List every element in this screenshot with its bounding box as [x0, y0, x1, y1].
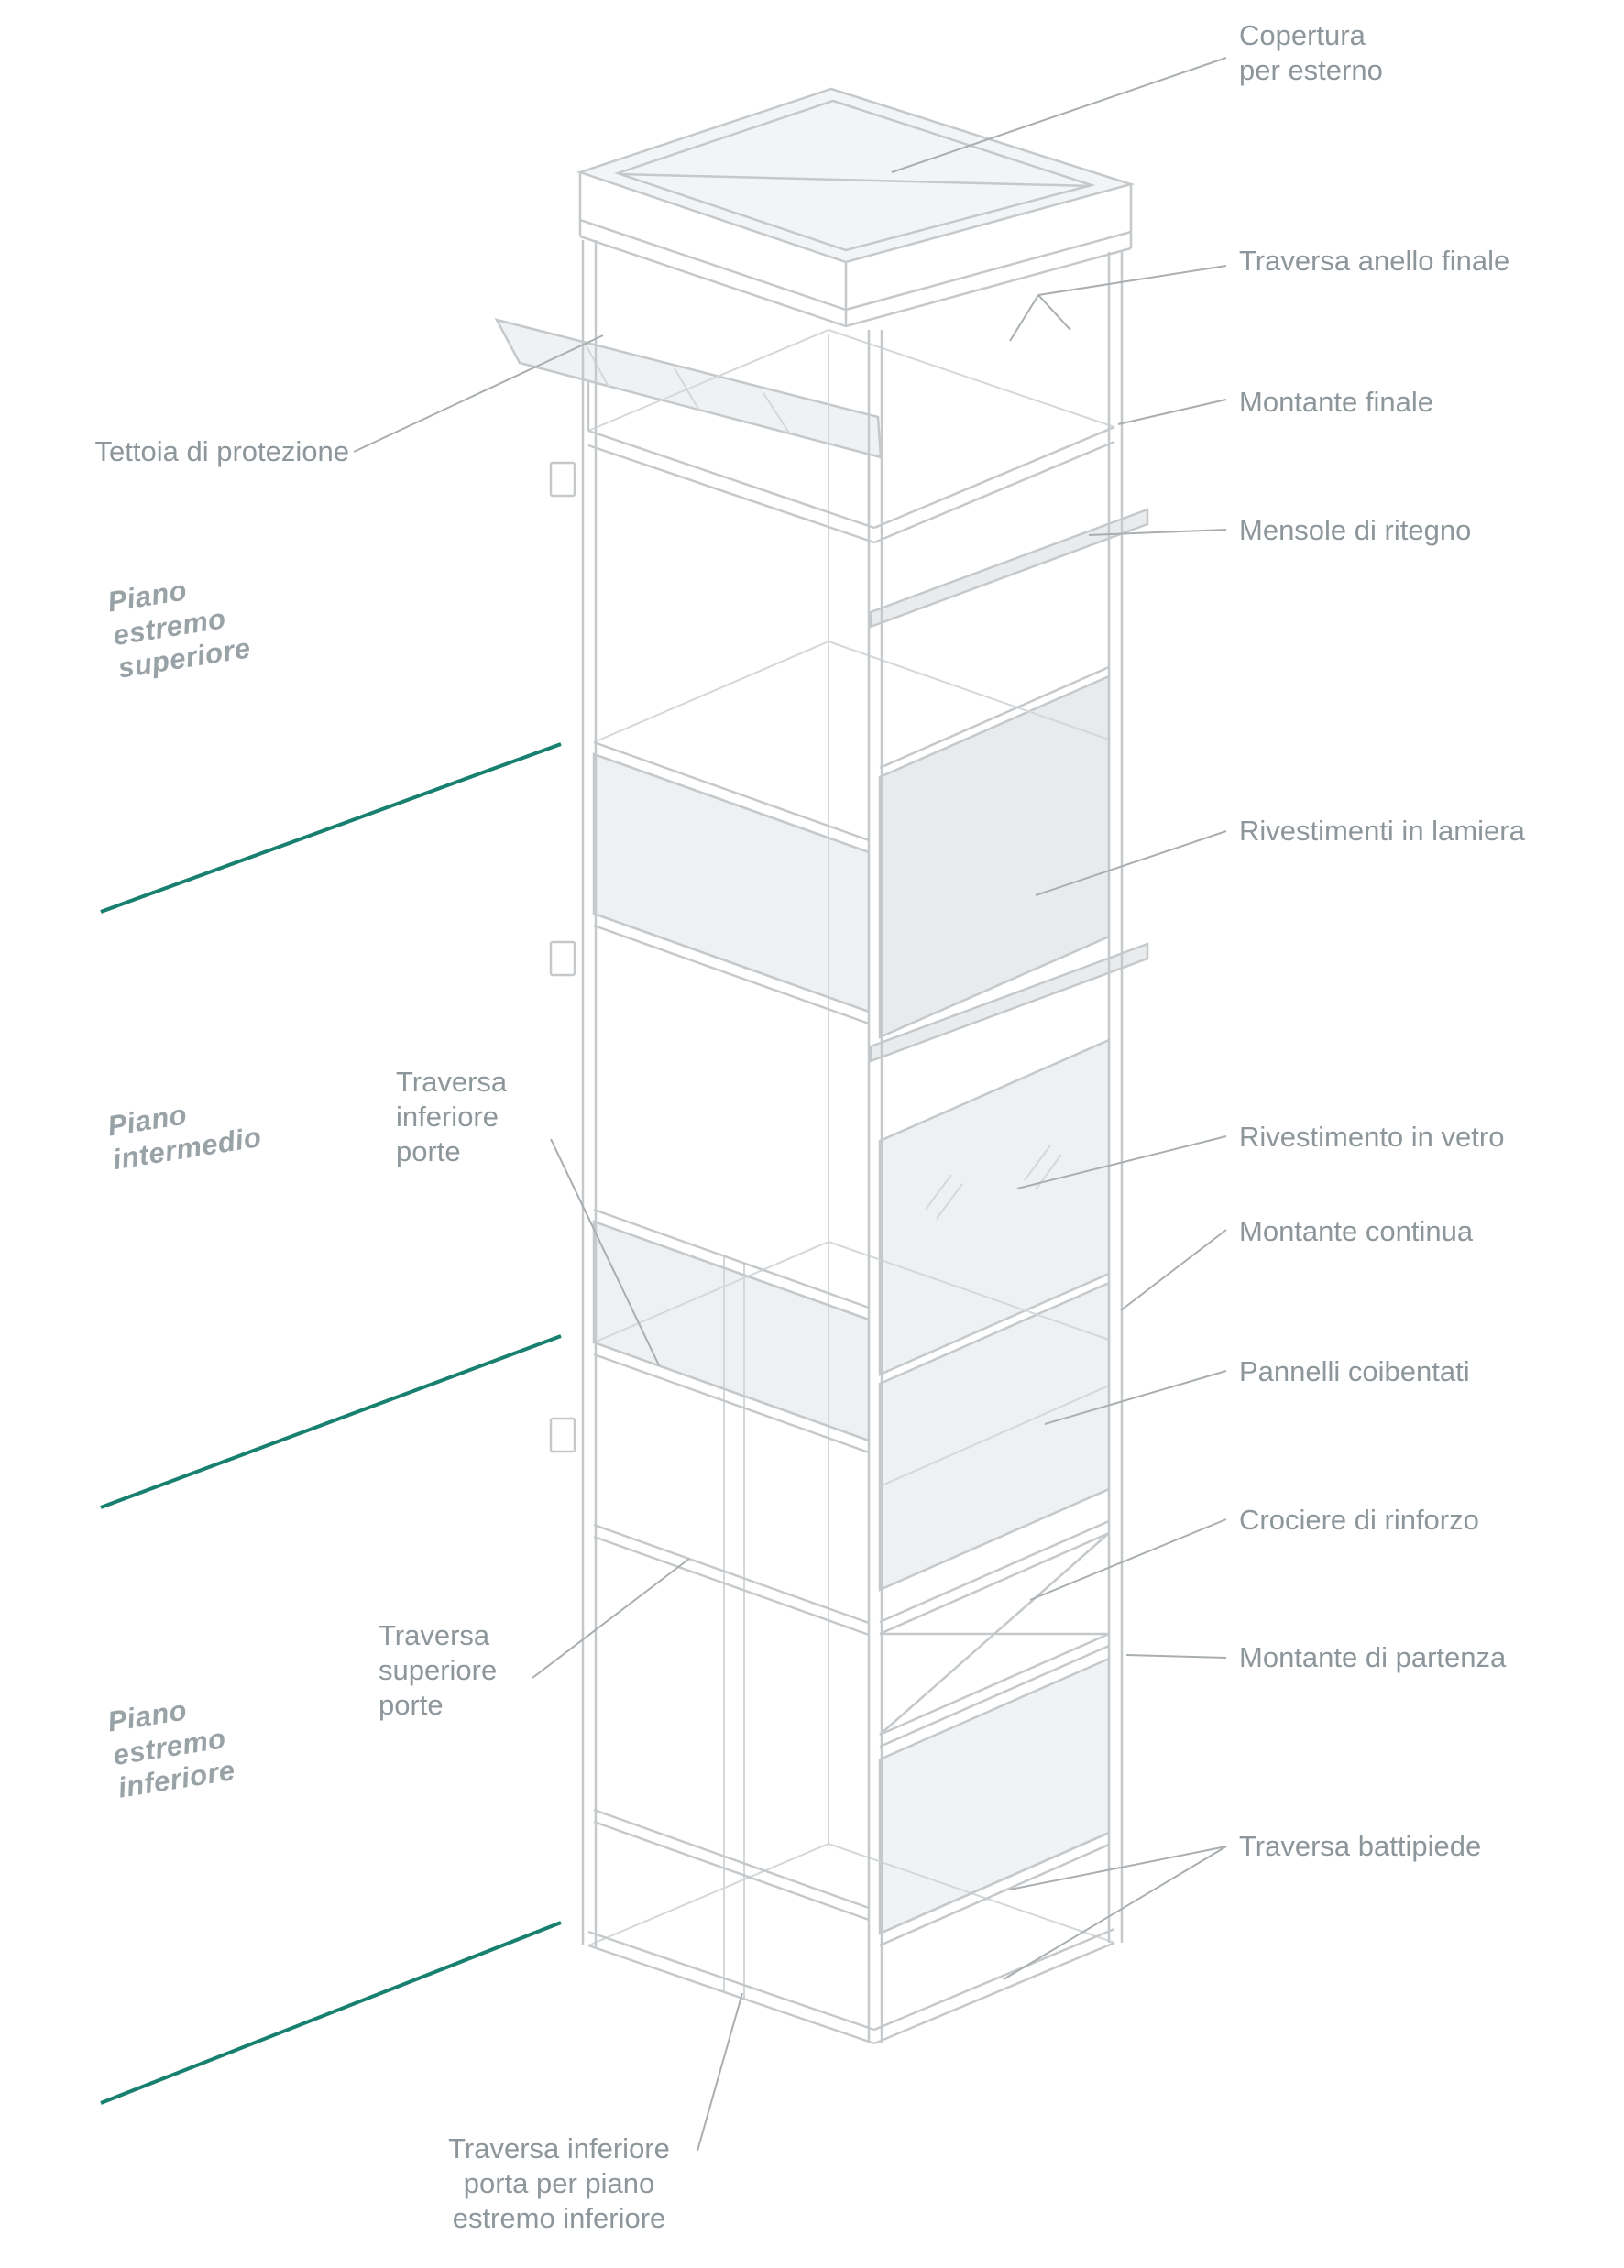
label-rivestimento-in-vetro: Rivestimento in vetro: [1239, 1121, 1505, 1153]
right-post: [1107, 252, 1124, 1943]
label-traversa-inferiore-porte: Traversa inferiore porte: [396, 1066, 508, 1167]
label-montante-finale: Montante finale: [1239, 386, 1433, 418]
final-ring-beam: [587, 425, 1115, 544]
tower-frame: [549, 99, 1133, 2045]
label-montante-continua: Montante continua: [1239, 1215, 1474, 1247]
label-crociere-di-rinforzo: Crociere di rinforzo: [1239, 1504, 1479, 1536]
label-traversa-inferiore-porta-piano-inferiore: Traversa inferiore porta per piano estre…: [448, 2132, 670, 2234]
label-rivestimenti-in-lamiera: Rivestimenti in lamiera: [1239, 815, 1525, 847]
door-top-rail: [593, 1523, 870, 1637]
label-pannelli-coibentati: Pannelli coibentati: [1239, 1355, 1470, 1387]
label-traversa-anello-finale: Traversa anello finale: [1239, 245, 1510, 277]
retaining-shelf-upper: [869, 508, 1149, 629]
bottom-right-panel: [878, 1657, 1111, 1935]
left-post: [581, 240, 598, 1947]
label-montante-di-partenza: Montante di partenza: [1239, 1641, 1507, 1673]
label-piano-estremo-superiore: Piano estremo superiore: [105, 574, 253, 685]
kick-rail: [879, 1831, 1110, 1947]
label-traversa-superiore-porte: Traversa superiore porte: [379, 1619, 498, 1721]
label-copertura-per-esterno: Copertura per esterno: [1239, 19, 1383, 86]
leader-lines: [353, 57, 1227, 2152]
label-traversa-battipiede: Traversa battipiede: [1239, 1830, 1482, 1862]
floor-line-intermediate: [100, 1334, 562, 1509]
door-bottom-rail: [593, 1341, 870, 1454]
label-piano-estremo-inferiore: Piano estremo inferiore: [105, 1693, 237, 1804]
floor-line-upper: [100, 742, 562, 914]
retaining-shelf-lower: [869, 942, 1149, 1063]
floor-level-lines: [100, 742, 562, 2105]
cap-inner-frame: [614, 99, 1096, 252]
floor-line-lower: [100, 1921, 562, 2105]
panels: [494, 87, 1149, 1935]
label-tettoia-di-protezione: Tettoia di protezione: [94, 435, 349, 467]
front-post: [867, 330, 883, 2043]
label-mensole-di-ritegno: Mensole di ritegno: [1239, 514, 1472, 546]
back-edges: [585, 329, 1115, 1999]
cross-bracing: [879, 1532, 1110, 1736]
